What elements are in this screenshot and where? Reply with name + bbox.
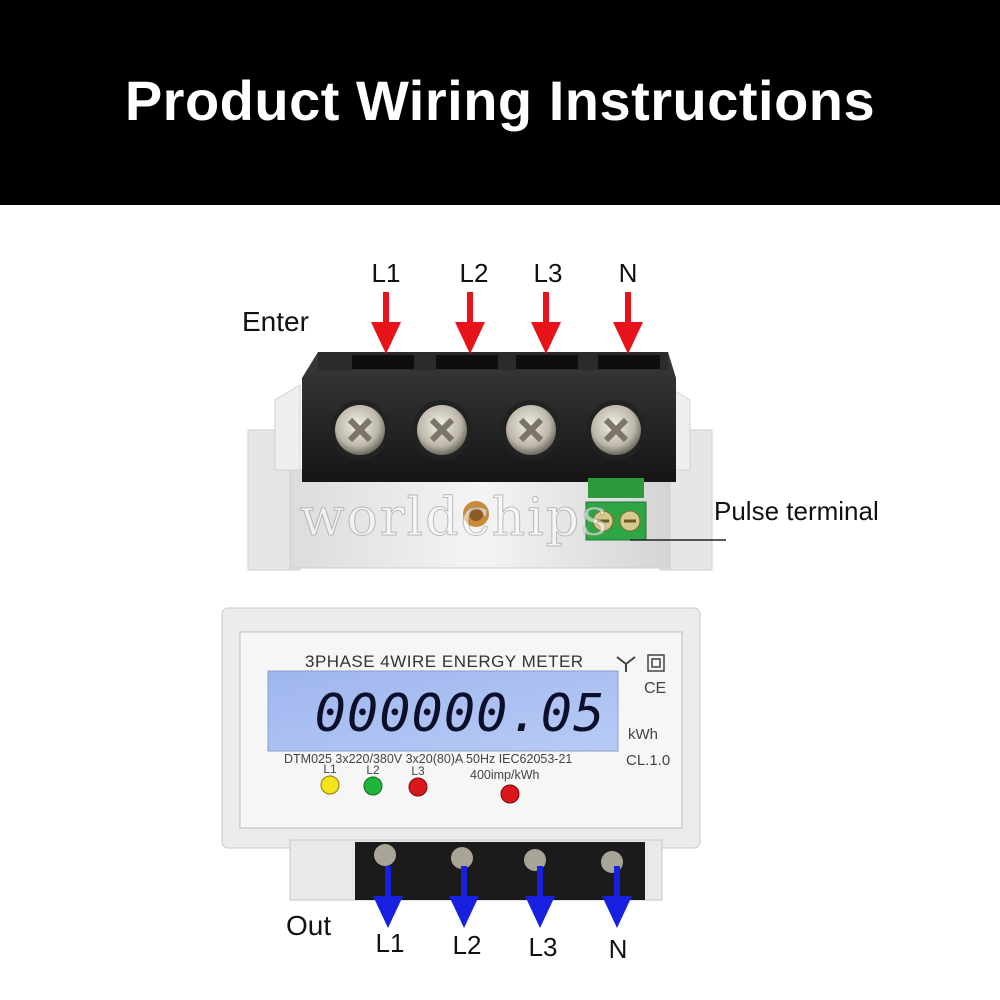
input-arrows <box>371 292 643 354</box>
arrow-down-icon <box>531 292 561 354</box>
input-terminal-block <box>247 352 713 571</box>
terminal-screw <box>412 400 472 460</box>
pulse-terminal <box>585 478 726 541</box>
terminal-screw <box>501 400 561 460</box>
arrow-down-icon <box>373 866 403 928</box>
arrow-down-icon <box>525 866 555 928</box>
output-label-l3: L3 <box>528 932 558 962</box>
meter-name: 3PHASE 4WIRE ENERGY METER <box>305 652 584 671</box>
accuracy-class: CL.1.0 <box>626 752 671 769</box>
led-l2 <box>363 776 383 796</box>
output-arrows <box>373 866 632 928</box>
star-connection-icon <box>616 656 636 672</box>
meter-specs: DTM025 3x220/380V 3x20(80)A 50Hz IEC6205… <box>284 752 573 766</box>
led-l1 <box>320 775 340 795</box>
title-banner: Product Wiring Instructions <box>0 0 1000 205</box>
led-label-l1: L1 <box>323 762 337 776</box>
terminal-screw <box>330 400 390 460</box>
led-l3 <box>408 777 428 797</box>
meter-body <box>221 607 701 901</box>
double-insulation-icon <box>647 654 665 672</box>
input-label-l2: L2 <box>459 258 489 288</box>
meter-reading: 000000.05 <box>314 684 606 744</box>
led-label-l3: L3 <box>411 764 425 778</box>
led-pulse <box>500 784 520 804</box>
watermark: worldchips <box>300 488 610 549</box>
enter-label: Enter <box>242 306 309 337</box>
output-label-l1: L1 <box>375 928 405 958</box>
lcd-display <box>267 670 619 752</box>
ce-mark: CE <box>644 680 667 697</box>
impulse-rate: 400imp/kWh <box>470 768 540 782</box>
pulse-terminal-label: Pulse terminal <box>714 496 879 526</box>
reading-unit: kWh <box>628 726 658 743</box>
output-label-l2: L2 <box>452 930 482 960</box>
out-label: Out <box>286 910 332 941</box>
arrow-down-icon <box>602 866 632 928</box>
page-title: Product Wiring Instructions <box>124 69 876 132</box>
arrow-down-icon <box>613 292 643 354</box>
terminal-screw <box>586 400 646 460</box>
input-label-l3: L3 <box>533 258 563 288</box>
led-label-l2: L2 <box>366 763 380 777</box>
input-label-l1: L1 <box>371 258 401 288</box>
arrow-down-icon <box>371 292 401 354</box>
input-label-n: N <box>618 258 638 288</box>
output-label-n: N <box>608 934 628 964</box>
arrow-down-icon <box>455 292 485 354</box>
arrow-down-icon <box>449 866 479 928</box>
